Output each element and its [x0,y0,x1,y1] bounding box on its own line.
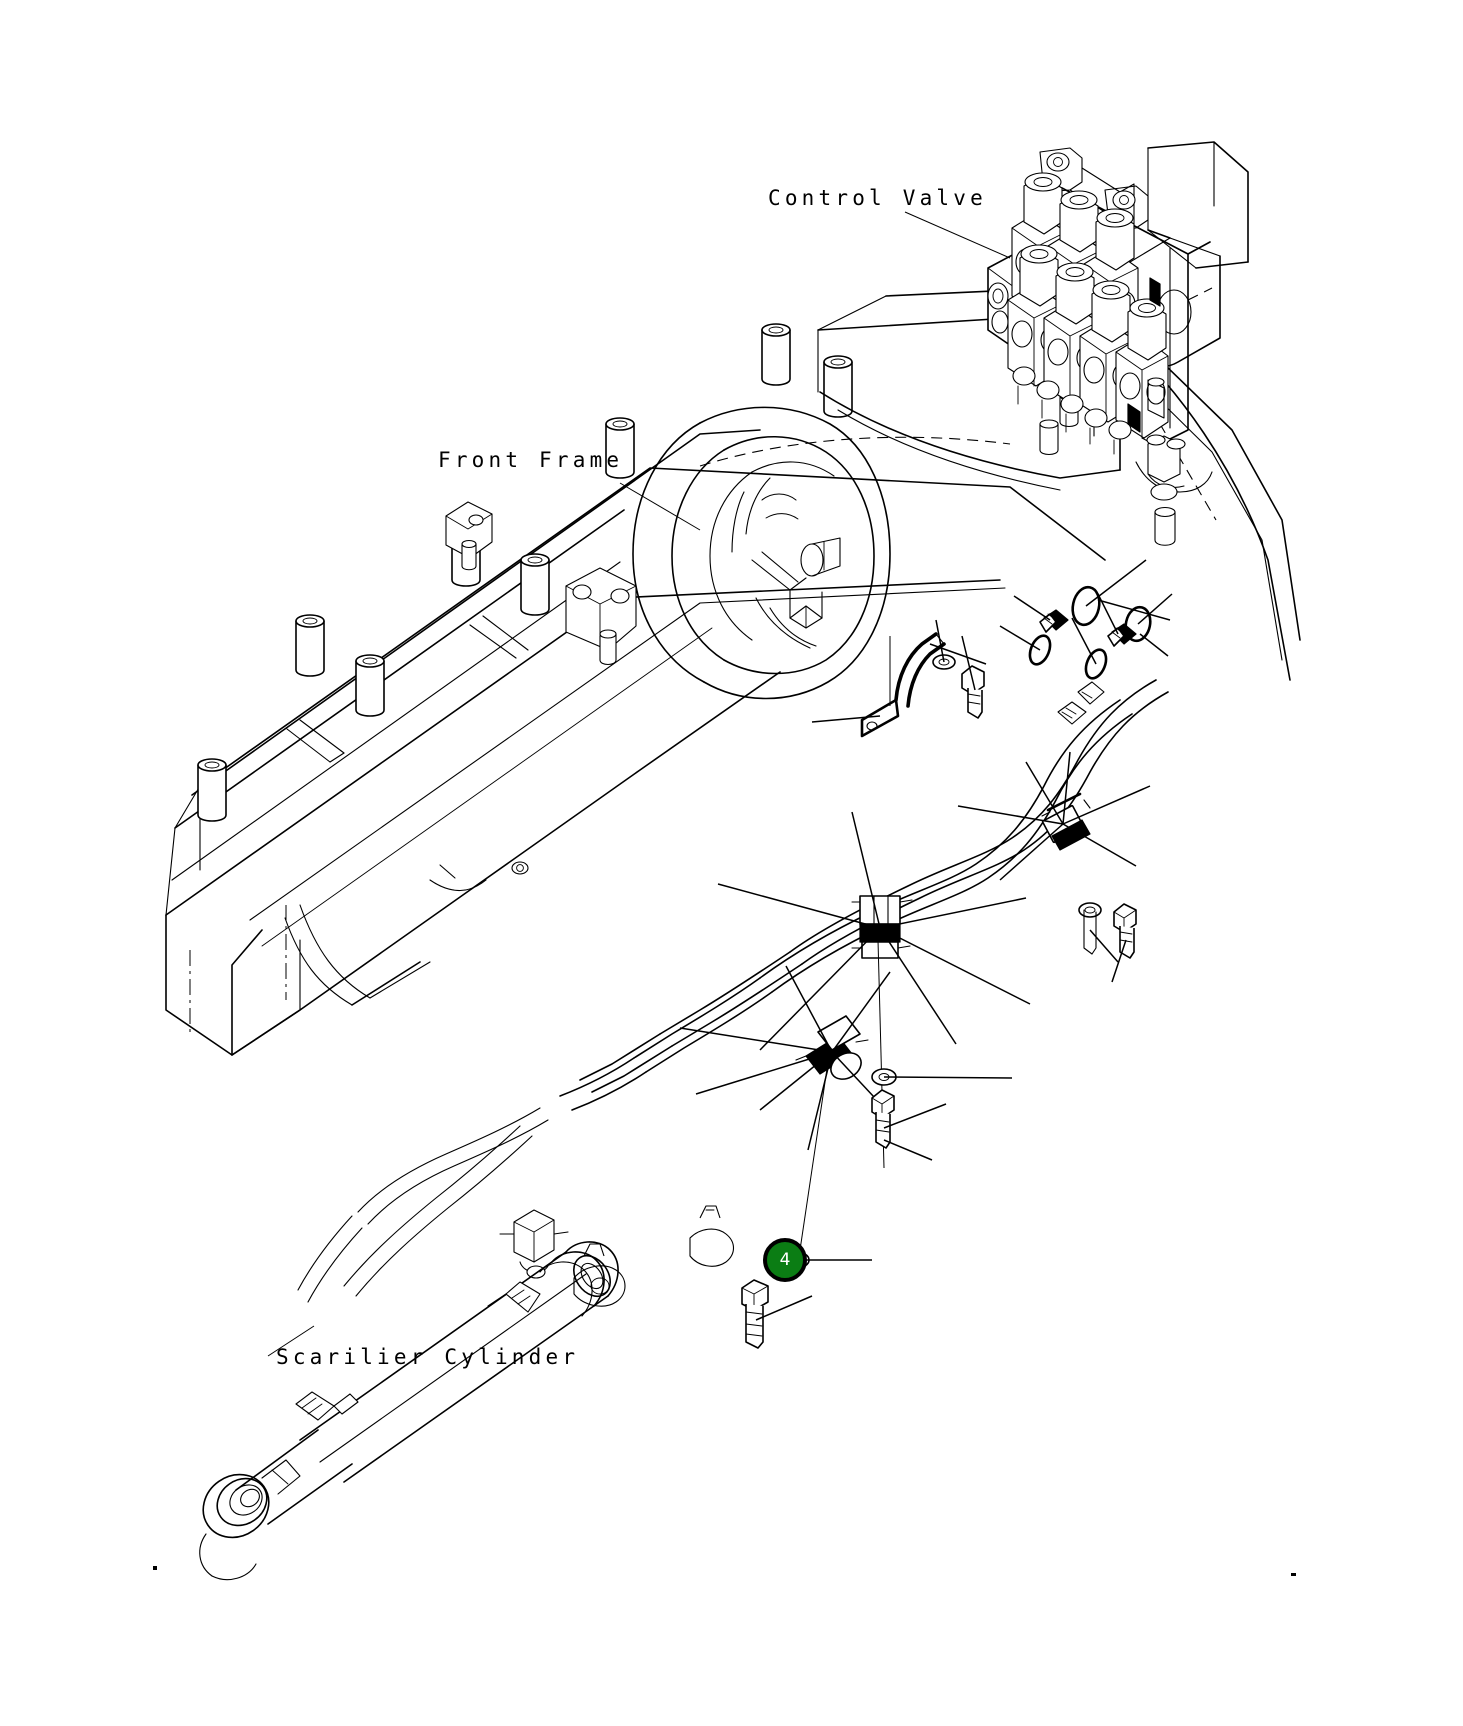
label-control-valve: Control Valve [768,186,987,210]
registration-mark-right [1291,1573,1296,1576]
leader-scarifier-cylinder [267,1325,315,1357]
cylinder-port-clamps [573,1205,735,1307]
exploded-hardware [741,559,1173,1349]
bracket-washer-bolt [932,619,985,719]
midclamp-washer-bolt [871,1068,1013,1161]
hydraulic-hose-runs [297,679,1169,1303]
cylinder-rod-eye [202,1459,301,1539]
scarifier-cylinder-assembly [199,1241,619,1581]
item-badge-number: 4 [779,1249,791,1270]
oring-fitting-cluster [999,559,1173,680]
fitting-a [1013,595,1069,633]
valve-lower-mount [1135,377,1213,501]
label-front-frame: Front Frame [438,448,623,472]
label-scarifier-cylinder: Scarilier Cylinder [276,1345,579,1369]
frame-front-fitting [445,501,493,571]
valve-spool-sections [1007,172,1169,439]
frame-pin-bosses [197,323,853,822]
hose-clamp-lower [679,965,891,1251]
leader-control-valve [904,211,1011,259]
registration-mark-left [153,1566,157,1570]
item-badge-circle[interactable]: 4 [763,1238,807,1282]
mounting-bracket [811,632,987,738]
item-badge-4[interactable]: 4 [763,1238,807,1282]
inline-hose-fittings [1057,681,1105,725]
midright-washer-bolt [1078,902,1137,983]
valve-port-fittings [1012,277,1177,455]
rod-fitting [295,1391,359,1421]
frame-mounted-fitting [565,567,637,666]
hose-clamp-rod [499,1209,569,1279]
front-frame-assembly [165,323,1106,1056]
control-valve-assembly [904,147,1213,501]
item4-washer-bolt [741,1251,872,1349]
leader-front-frame [619,482,701,531]
hose-clamp-mid [717,811,1031,1169]
hose-clamp-assemblies [499,751,1151,1307]
hose-clamp-upper [957,751,1151,881]
